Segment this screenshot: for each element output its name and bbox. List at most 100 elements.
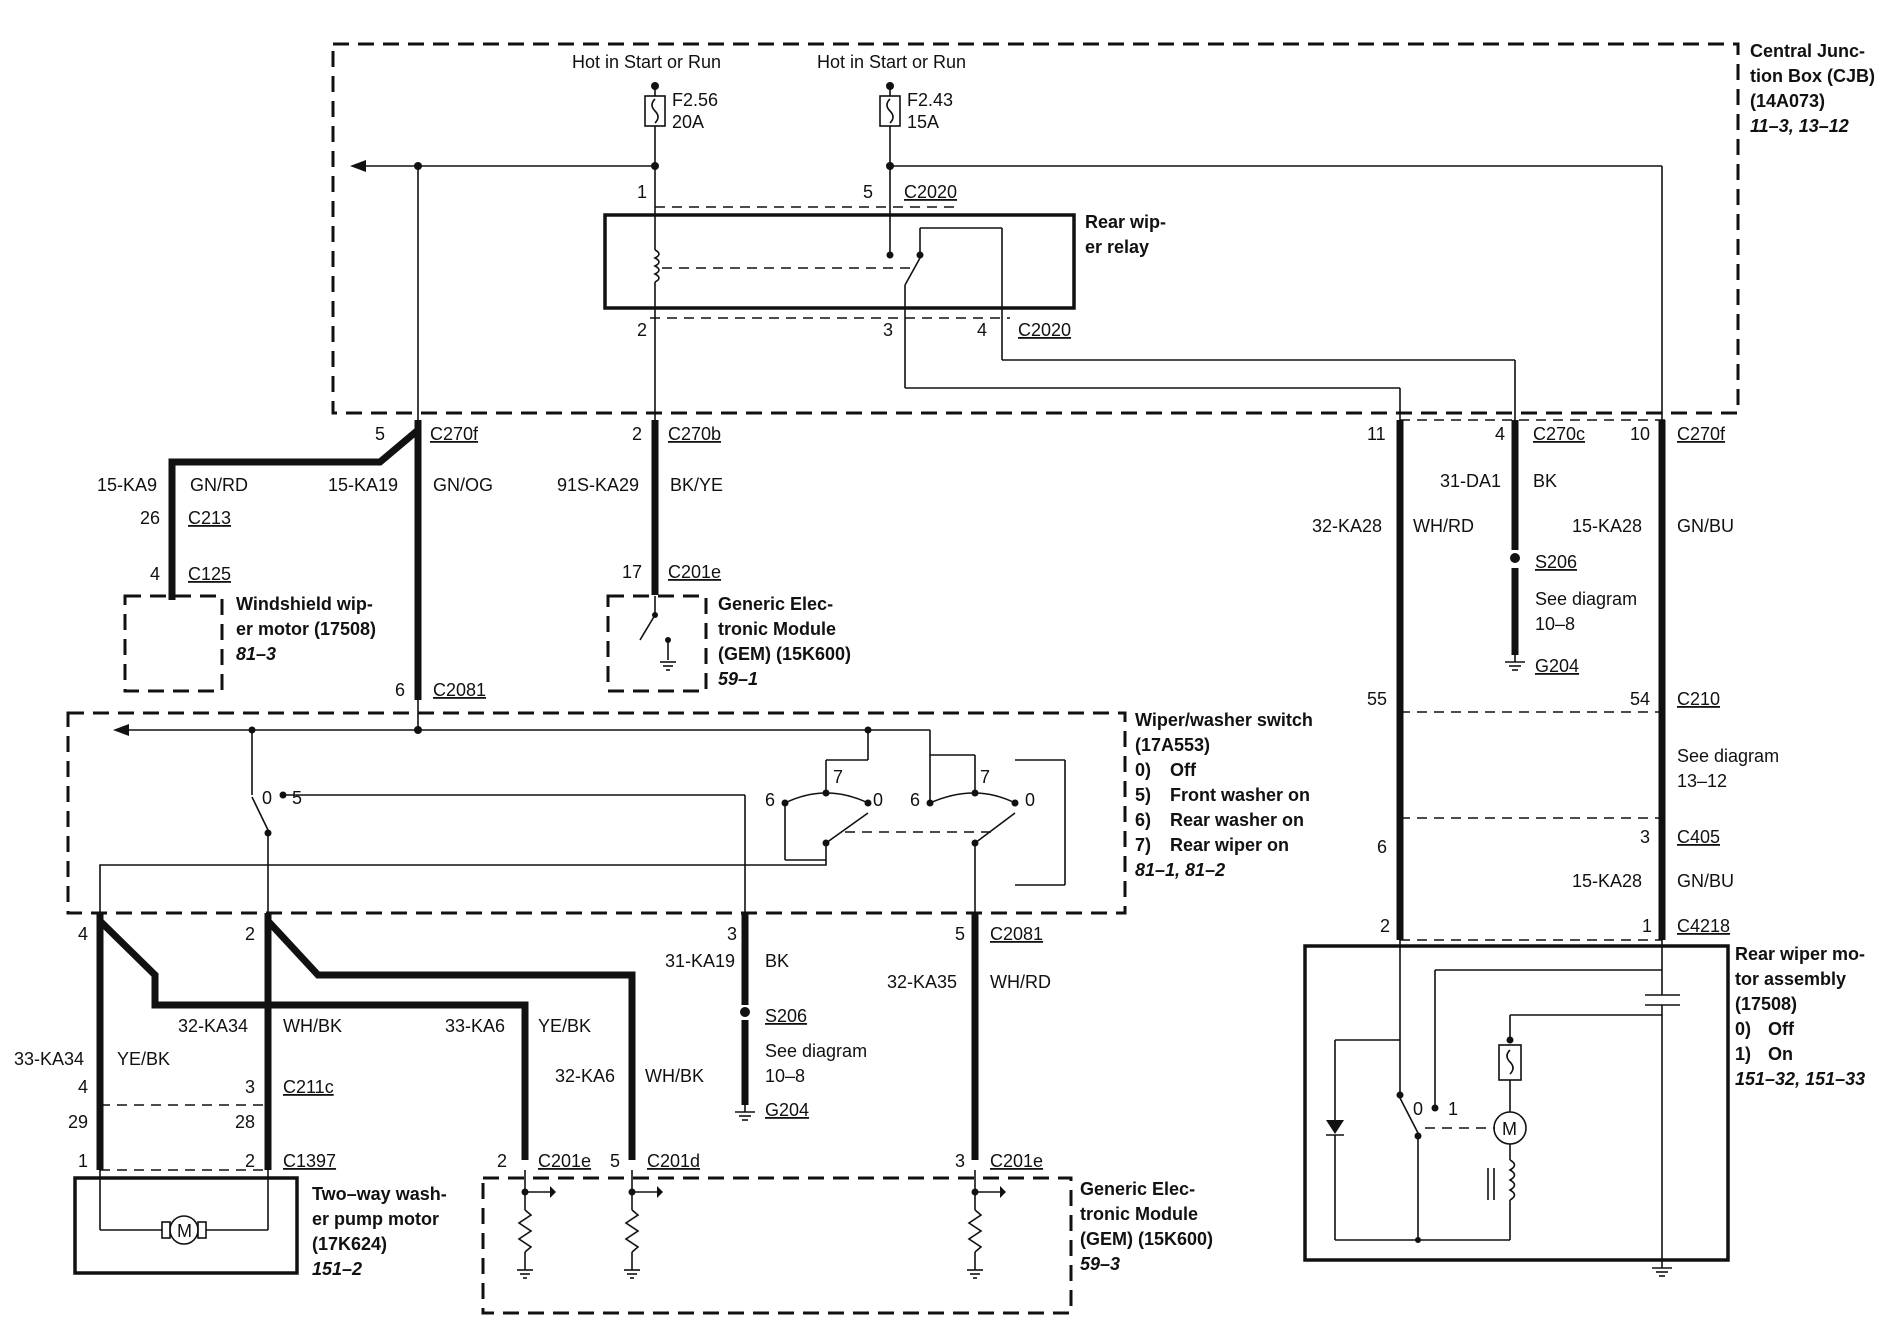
gem-bottom-title-line2: tronic Module <box>1080 1204 1198 1224</box>
cjb-output-connectors: 5 C270f 2 C270b 11 4 C270c 10 C270f <box>375 419 1726 444</box>
rear-motor-title-line1: Rear wiper mo- <box>1735 944 1865 964</box>
fuse-icon <box>644 95 666 127</box>
gem-module-top: Generic Elec- tronic Module (GEM) (15K60… <box>606 594 851 693</box>
capacitor-icon <box>1645 970 1680 1268</box>
rear-motor-pos-0: 0 <box>1413 1099 1423 1119</box>
wire-15-ka19: 15-KA19 GN/OG 6 C2081 <box>328 420 493 700</box>
c201e-top-pin: 17 <box>622 562 642 582</box>
switch-title-line1: Wiper/washer switch <box>1135 710 1313 730</box>
gem-top-ref: 59–1 <box>718 669 758 689</box>
rear-motor-switch-arm <box>1399 1097 1419 1134</box>
c4218-pin-left: 2 <box>1380 916 1390 936</box>
c211c-pin-left: 4 <box>78 1077 88 1097</box>
wire-32-ka6-color: WH/BK <box>645 1066 704 1086</box>
rear-motor-mode-1-num: 1) <box>1735 1044 1751 1064</box>
gem-switch-icon <box>639 614 656 641</box>
c4218-pin-right: 1 <box>1642 916 1652 936</box>
gem-input-3 <box>967 1170 1006 1279</box>
windshield-wiper-motor: Windshield wip- er motor (17508) 81–3 <box>123 594 376 693</box>
wire-15-ka9: 15-KA9 GN/RD 26 C213 4 C125 <box>97 420 422 600</box>
relay-title-line2: er relay <box>1085 237 1149 257</box>
switch-b-pos-6: 6 <box>765 790 775 810</box>
see-1312-ref: 13–12 <box>1677 771 1727 791</box>
ground-icon <box>735 1105 755 1121</box>
rear-wiper-relay: Rear wip- er relay 2 3 4 C2020 <box>603 212 1516 420</box>
c201e-b-conn: C201e <box>990 1151 1043 1171</box>
rear-motor-mode-1-label: On <box>1768 1044 1793 1064</box>
c270f-left-conn: C270f <box>430 424 479 444</box>
wire-31-ka19-color: BK <box>765 951 789 971</box>
c405-conn: C405 <box>1677 827 1720 847</box>
g204-top: G204 <box>1535 656 1579 676</box>
c201e-a-conn: C201e <box>538 1151 591 1171</box>
fuse2-amp: 15A <box>907 112 939 132</box>
c405-pin-left: 6 <box>1377 837 1387 857</box>
gem-input-1 <box>517 1170 556 1279</box>
wire-91s-ka29-color: BK/YE <box>670 475 723 495</box>
c270-pin-11: 11 <box>1367 424 1386 444</box>
gem-top-title-line2: tronic Module <box>718 619 836 639</box>
ground-icon <box>660 661 676 671</box>
pump-title-line3: (17K624) <box>312 1234 387 1254</box>
windshield-motor-title-line1: Windshield wip- <box>236 594 373 614</box>
c1397-pin-right: 2 <box>245 1151 255 1171</box>
feed-label-2: Hot in Start or Run <box>817 52 966 72</box>
fuse1-id: F2.56 <box>672 90 718 110</box>
gem-bottom-ref: 59–3 <box>1080 1254 1120 1274</box>
wire-32-ka35-circuit: 32-KA35 <box>887 972 957 992</box>
lower-wiring: 4 2 3 5 C2081 32-KA34 WH/BK 33-KA34 YE/B… <box>14 913 1051 1171</box>
c211c-pin-left-2: 29 <box>68 1112 88 1132</box>
c270f-right-pin: 10 <box>1630 424 1650 444</box>
diode-icon <box>1326 1120 1344 1136</box>
feed-label-1: Hot in Start or Run <box>572 52 721 72</box>
windshield-motor-ref: 81–3 <box>236 644 276 664</box>
relay-coil-icon <box>653 215 660 308</box>
switch-c-pos-6: 6 <box>910 790 920 810</box>
switch-mode-3-num: 7) <box>1135 835 1151 855</box>
cjb-title-line3: (14A073) <box>1750 91 1825 111</box>
wire-15-ka28-lower-color: GN/BU <box>1677 871 1734 891</box>
switch-mode-0-label: Off <box>1170 760 1197 780</box>
ground-icon <box>1652 1267 1672 1277</box>
switch-ref: 81–1, 81–2 <box>1135 860 1225 880</box>
c211c-conn: C211c <box>283 1077 334 1097</box>
switch-c-pos-0: 0 <box>1025 790 1035 810</box>
c201d-conn: C201d <box>647 1151 700 1171</box>
c270f-right-conn: C270f <box>1677 424 1726 444</box>
gem-module-bottom: Generic Elec- tronic Module (GEM) (15K60… <box>481 1170 1213 1315</box>
c201e-b-pin: 3 <box>955 1151 965 1171</box>
wire-33-ka34-circuit: 33-KA34 <box>14 1049 84 1069</box>
rear-motor-m-label: M <box>1502 1119 1517 1139</box>
see-1312-label: See diagram <box>1677 746 1779 766</box>
wiper-washer-switch: Wiper/washer switch (17A553) 0) Off 5) F… <box>66 700 1313 915</box>
c211c-pin-right: 3 <box>245 1077 255 1097</box>
wire-91s-ka29: 91S-KA29 BK/YE 17 C201e <box>557 420 723 595</box>
relay-pin-4: 4 <box>977 320 987 340</box>
wire-15-ka9-color: GN/RD <box>190 475 248 495</box>
c210-pin-left: 55 <box>1367 689 1387 709</box>
wire-32-ka35-color: WH/RD <box>990 972 1051 992</box>
relay-pin-5: 5 <box>863 182 873 202</box>
switch-mode-3-label: Rear wiper on <box>1170 835 1289 855</box>
switch-pin-5: 5 <box>955 924 965 944</box>
wire-15-ka28: 15-KA28 GN/BU See diagram 13–12 15-KA28 … <box>1572 420 1779 940</box>
c210-conn: C210 <box>1677 689 1720 709</box>
c201e-a-pin: 2 <box>497 1151 507 1171</box>
switch-a-pos-5: 5 <box>292 788 302 808</box>
wire-32-ka28-color: WH/RD <box>1413 516 1474 536</box>
wire-15-ka28-circuit: 15-KA28 <box>1572 516 1642 536</box>
wire-15-ka28-color: GN/BU <box>1677 516 1734 536</box>
c1397-conn: C1397 <box>283 1151 336 1171</box>
gem-bottom-title-line1: Generic Elec- <box>1080 1179 1195 1199</box>
wire-15-ka19-circuit: 15-KA19 <box>328 475 398 495</box>
wire-33-ka6-color: YE/BK <box>538 1016 591 1036</box>
c270c-conn: C270c <box>1533 424 1585 444</box>
motor-icon: M <box>1493 1111 1527 1145</box>
switch-pin-4: 4 <box>78 924 88 944</box>
windshield-motor-title-line2: er motor (17508) <box>236 619 376 639</box>
relay-contact-arm <box>904 257 921 286</box>
switch-b-pos-7: 7 <box>833 767 843 787</box>
c1397-pin-left: 1 <box>78 1151 88 1171</box>
motor-icon: M <box>161 1215 207 1245</box>
gem-input-2 <box>624 1170 663 1279</box>
